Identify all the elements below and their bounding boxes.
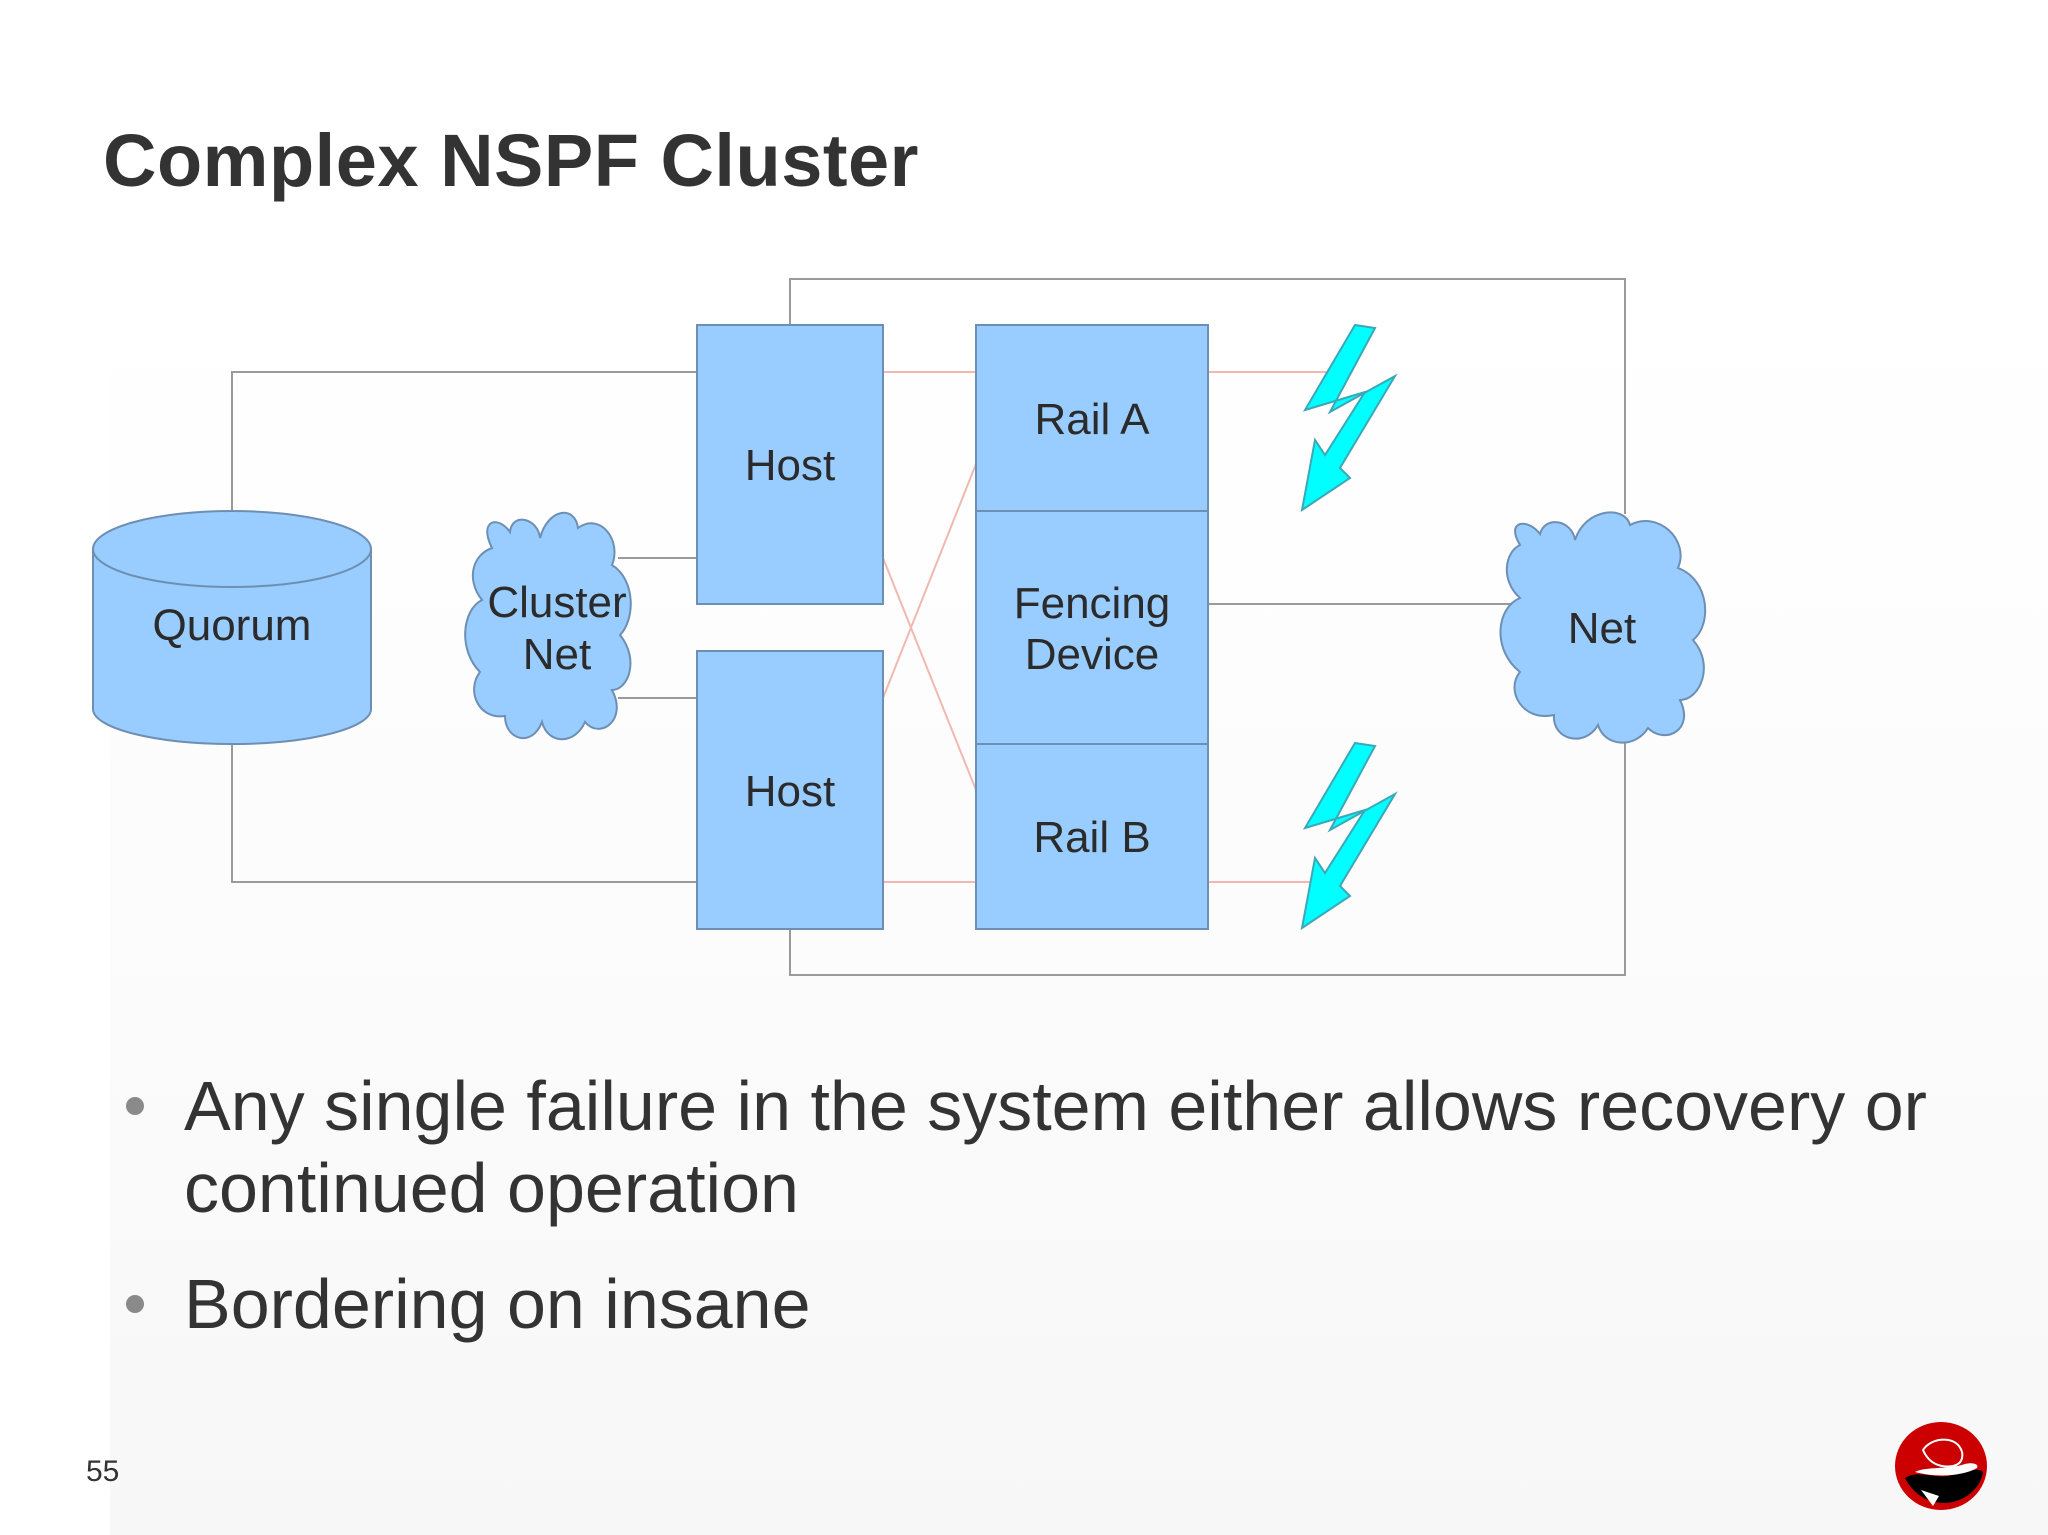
cluster-net-label-line2: Net bbox=[523, 630, 591, 679]
lightning-top-icon bbox=[1300, 323, 1398, 513]
slide-title: Complex NSPF Cluster bbox=[103, 119, 919, 202]
quorum-label: Quorum bbox=[153, 601, 312, 650]
bullet-dot-icon bbox=[126, 1097, 144, 1115]
bullet-text: Bordering on insane bbox=[184, 1265, 811, 1343]
fencing-device-label-line1: Fencing bbox=[1014, 579, 1171, 628]
connector-host-top-net-frame bbox=[789, 278, 1626, 514]
rail-a-label: Rail A bbox=[1035, 395, 1151, 444]
rail-b: Rail B bbox=[975, 743, 1209, 930]
bullet-text: Any single failure in the system either … bbox=[184, 1067, 1927, 1227]
power-host-top-rail-b-cross bbox=[882, 557, 977, 791]
redhat-shadowman-icon bbox=[1895, 1422, 1987, 1510]
host-top-label: Host bbox=[745, 441, 835, 490]
host-top: Host bbox=[696, 324, 884, 605]
quorum-disk: Quorum bbox=[92, 510, 372, 745]
rail-a: Rail A bbox=[975, 324, 1209, 512]
net-cloud: Net bbox=[1499, 511, 1707, 744]
connector-host-bottom-net-frame bbox=[789, 742, 1626, 976]
page-number: 55 bbox=[86, 1455, 120, 1488]
lightning-bottom-icon bbox=[1300, 741, 1398, 931]
connector-quorum-host-bottom bbox=[231, 742, 697, 883]
host-bottom-label: Host bbox=[745, 767, 835, 816]
net-label: Net bbox=[1568, 604, 1636, 653]
bullet-item: Any single failure in the system either … bbox=[120, 1065, 1960, 1229]
connector-lines bbox=[231, 278, 1626, 976]
bullet-list: Any single failure in the system either … bbox=[120, 1065, 1960, 1379]
power-host-bottom-rail-a-cross bbox=[882, 463, 977, 699]
rail-b-label: Rail B bbox=[1033, 813, 1150, 862]
cluster-net-cloud: Cluster Net bbox=[464, 511, 632, 741]
fencing-device-label-line2: Device bbox=[1025, 630, 1160, 679]
connector-quorum-host-top bbox=[231, 371, 697, 514]
host-bottom: Host bbox=[696, 650, 884, 930]
bullet-dot-icon bbox=[126, 1295, 144, 1313]
cluster-net-label-line1: Cluster bbox=[487, 578, 626, 627]
fencing-device: Fencing Device bbox=[975, 510, 1209, 745]
power-lines bbox=[882, 371, 1340, 883]
bullet-item: Bordering on insane bbox=[120, 1263, 1960, 1345]
